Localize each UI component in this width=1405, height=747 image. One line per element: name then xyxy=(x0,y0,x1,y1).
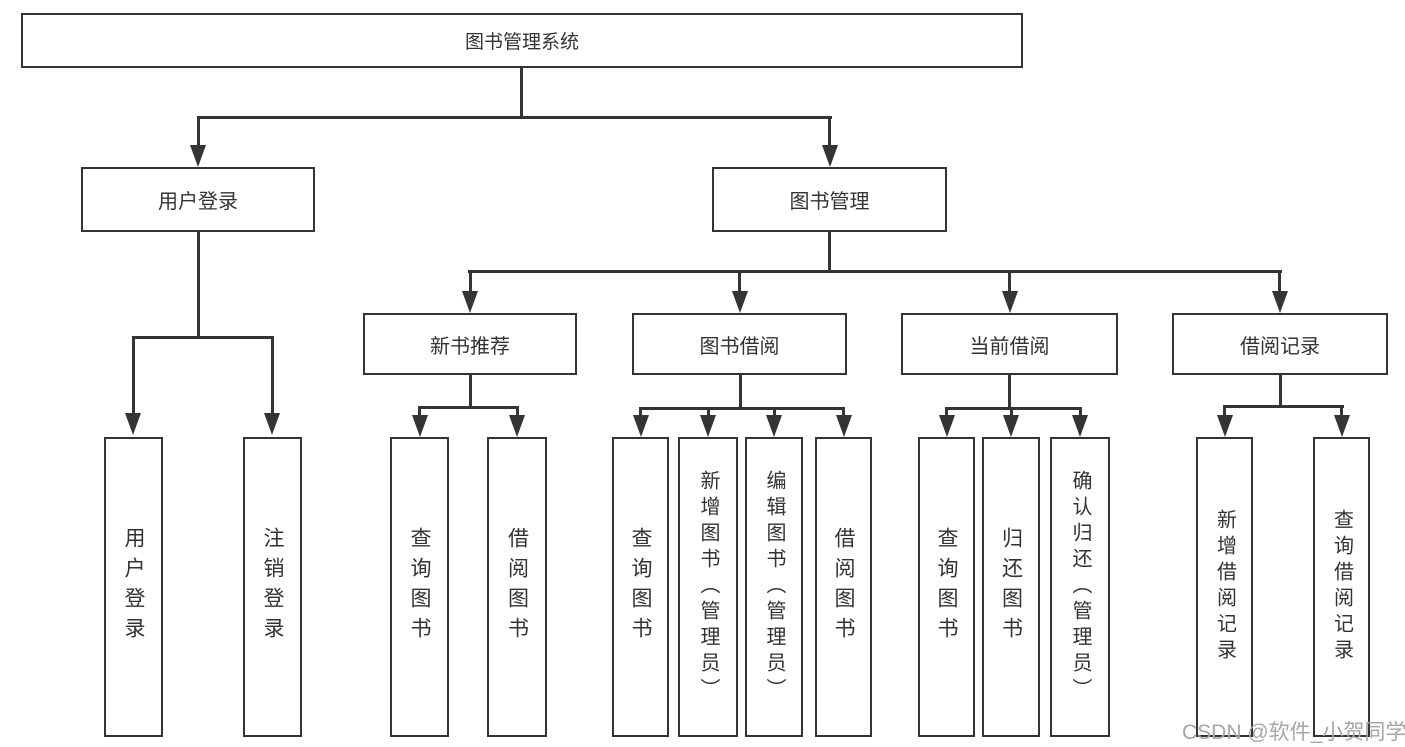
connector-drop-bb-leaf2 xyxy=(707,410,710,415)
leaf-cb-query-book-label: 查询图书 xyxy=(935,527,958,647)
arrowhead-current-borrow xyxy=(1002,291,1018,313)
arrowhead-bb-leaf4 xyxy=(836,415,852,437)
connector-drop-logout-leaf xyxy=(271,339,274,413)
connector-drop-login-leaf xyxy=(132,339,135,413)
node-user-login: 用户登录 xyxy=(81,167,315,232)
arrowhead-user-login xyxy=(190,145,206,167)
leaf-br-add-record: 新增借阅记录 xyxy=(1196,437,1253,737)
arrowhead-book-mgmt xyxy=(822,145,838,167)
arrowhead-cb-leaf3 xyxy=(1072,415,1088,437)
node-borrow-records: 借阅记录 xyxy=(1172,313,1388,375)
connector-drop-current-borrow xyxy=(1008,273,1011,291)
leaf-bb-edit-book-admin-label: 编辑图书（管理员） xyxy=(763,470,785,704)
connector-drop-bb-leaf4 xyxy=(842,410,845,415)
node-borrow-records-label: 借阅记录 xyxy=(1240,335,1320,358)
connector-drop-bb-leaf3 xyxy=(773,410,776,415)
csdn-watermark: CSDN @软件_小贺同学 xyxy=(1182,721,1405,744)
leaf-bb-borrow-book-label: 借阅图书 xyxy=(832,527,855,647)
connector-drop-user-login xyxy=(197,119,200,146)
connector-user-login-rail xyxy=(132,336,274,339)
leaf-br-query-record-label: 查询借阅记录 xyxy=(1330,509,1353,665)
leaf-cb-confirm-return-admin-label: 确认归还（管理员） xyxy=(1069,470,1091,704)
leaf-br-add-record-label: 新增借阅记录 xyxy=(1213,509,1236,665)
arrowhead-br-leaf1 xyxy=(1217,415,1233,437)
leaf-logout-label: 注销登录 xyxy=(261,527,284,647)
node-root: 图书管理系统 xyxy=(21,13,1023,68)
leaf-bb-query-book: 查询图书 xyxy=(612,437,669,737)
connector-drop-cb-leaf3 xyxy=(1079,410,1082,415)
connector-current-borrow-rail xyxy=(945,407,1082,410)
arrowhead-bb-leaf2 xyxy=(700,415,716,437)
connector-drop-nb-leaf1 xyxy=(418,409,421,415)
connector-drop-cb-leaf1 xyxy=(945,410,948,415)
connector-root-stub xyxy=(520,68,523,116)
node-current-borrow: 当前借阅 xyxy=(901,313,1118,375)
leaf-bb-add-book-admin-label: 新增图书（管理员） xyxy=(697,470,719,704)
connector-level2-rail xyxy=(197,116,832,119)
node-root-label: 图书管理系统 xyxy=(464,32,579,53)
connector-book-borrow-rail xyxy=(639,407,845,410)
leaf-nb-borrow-book: 借阅图书 xyxy=(487,437,547,737)
connector-current-borrow-stub xyxy=(1008,375,1011,407)
connector-drop-new-book xyxy=(469,273,472,291)
arrowhead-cb-leaf2 xyxy=(1003,415,1019,437)
connector-drop-book-borrow xyxy=(738,273,741,291)
leaf-user-login: 用户登录 xyxy=(104,437,163,737)
arrowhead-new-book xyxy=(462,291,478,313)
leaf-user-login-label: 用户登录 xyxy=(122,527,145,647)
leaf-cb-return-book: 归还图书 xyxy=(982,437,1040,737)
leaf-cb-confirm-return-admin: 确认归还（管理员） xyxy=(1050,437,1110,737)
leaf-bb-borrow-book: 借阅图书 xyxy=(815,437,872,737)
leaf-bb-add-book-admin: 新增图书（管理员） xyxy=(678,437,738,737)
leaf-bb-edit-book-admin: 编辑图书（管理员） xyxy=(745,437,803,737)
node-current-borrow-label: 当前借阅 xyxy=(969,335,1050,358)
connector-drop-nb-leaf2 xyxy=(516,409,519,415)
node-book-mgmt-label: 图书管理 xyxy=(789,191,870,213)
leaf-logout: 注销登录 xyxy=(243,437,302,737)
leaf-nb-query-book: 查询图书 xyxy=(390,437,449,737)
connector-user-login-stub xyxy=(197,232,200,336)
leaf-bb-query-book-label: 查询图书 xyxy=(629,527,652,647)
node-book-mgmt: 图书管理 xyxy=(712,167,947,232)
connector-new-book-rail xyxy=(418,406,519,409)
connector-drop-br-leaf2 xyxy=(1340,408,1343,415)
node-new-book-rec: 新书推荐 xyxy=(363,313,577,375)
arrowhead-login-leaf xyxy=(125,413,141,435)
arrowhead-logout-leaf xyxy=(264,413,280,435)
arrowhead-nb-leaf1 xyxy=(412,415,428,437)
leaf-cb-query-book: 查询图书 xyxy=(918,437,975,737)
leaf-nb-query-book-label: 查询图书 xyxy=(408,527,431,647)
arrowhead-borrow-records xyxy=(1272,291,1288,313)
connector-book-mgmt-stub xyxy=(828,232,831,270)
arrowhead-br-leaf2 xyxy=(1334,415,1350,437)
leaf-br-query-record: 查询借阅记录 xyxy=(1313,437,1370,737)
connector-drop-br-leaf1 xyxy=(1223,408,1226,415)
connector-book-borrow-stub xyxy=(739,375,742,407)
arrowhead-book-borrow xyxy=(732,291,748,313)
node-book-borrow-label: 图书借阅 xyxy=(699,335,780,358)
connector-level3-rail xyxy=(468,270,1282,273)
leaf-nb-borrow-book-label: 借阅图书 xyxy=(505,527,529,647)
node-book-borrow: 图书借阅 xyxy=(632,313,847,375)
connector-new-book-stub xyxy=(469,375,472,406)
connector-drop-book-mgmt xyxy=(828,119,831,146)
arrowhead-bb-leaf3 xyxy=(766,415,782,437)
connector-drop-borrow-records xyxy=(1278,273,1281,291)
node-new-book-rec-label: 新书推荐 xyxy=(430,335,510,358)
connector-drop-cb-leaf2 xyxy=(1010,410,1013,415)
arrowhead-bb-leaf1 xyxy=(633,415,649,437)
node-user-login-label: 用户登录 xyxy=(158,191,238,213)
arrowhead-nb-leaf2 xyxy=(509,415,525,437)
connector-borrow-records-rail xyxy=(1223,405,1344,408)
connector-drop-bb-leaf1 xyxy=(639,410,642,415)
arrowhead-cb-leaf1 xyxy=(939,415,955,437)
connector-borrow-records-stub xyxy=(1279,375,1282,405)
leaf-cb-return-book-label: 归还图书 xyxy=(999,527,1023,647)
